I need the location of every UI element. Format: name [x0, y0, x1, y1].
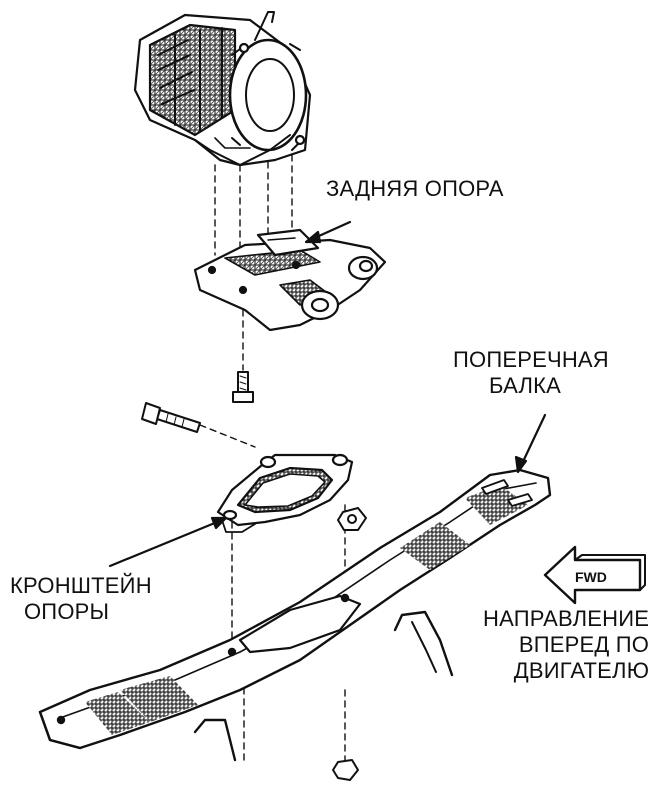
transmission-drawing [133, 11, 312, 167]
bracket-label: КРОНШТЕЙН ОПОРЫ [10, 573, 152, 625]
direction-label-line: ВПЕРЕД ПО [518, 632, 650, 657]
crossmember-label-line: БАЛКА [489, 373, 562, 398]
bolt-icon [141, 402, 201, 433]
crossmember-label-line: ПОПЕРЕЧНАЯ [453, 347, 609, 372]
fwd-arrow-text: FWD [575, 569, 607, 585]
direction-label: НАПРАВЛЕНИЕ ВПЕРЕД ПО ДВИГАТЕЛЮ [483, 606, 649, 684]
bolt-icon [232, 371, 254, 403]
crossmember-drawing [38, 468, 552, 762]
bracket-label-line: КРОНШТЕЙН [10, 573, 152, 598]
bracket-drawing [216, 453, 354, 533]
direction-label-line: НАПРАВЛЕНИЕ [483, 606, 650, 631]
crossmember-label: ПОПЕРЕЧНАЯ БАЛКА [453, 347, 609, 399]
fwd-arrow-icon: FWD [543, 545, 646, 605]
rear-mount-drawing [193, 228, 387, 332]
leader-arrows [108, 220, 547, 568]
direction-label-line: ДВИГАТЕЛЮ [513, 658, 650, 683]
nut-icon [337, 507, 367, 531]
bracket-label-line: ОПОРЫ [24, 599, 110, 624]
rear-mount-label: ЗАДНЯЯ ОПОРА [326, 176, 504, 201]
nut-icon [332, 759, 359, 781]
